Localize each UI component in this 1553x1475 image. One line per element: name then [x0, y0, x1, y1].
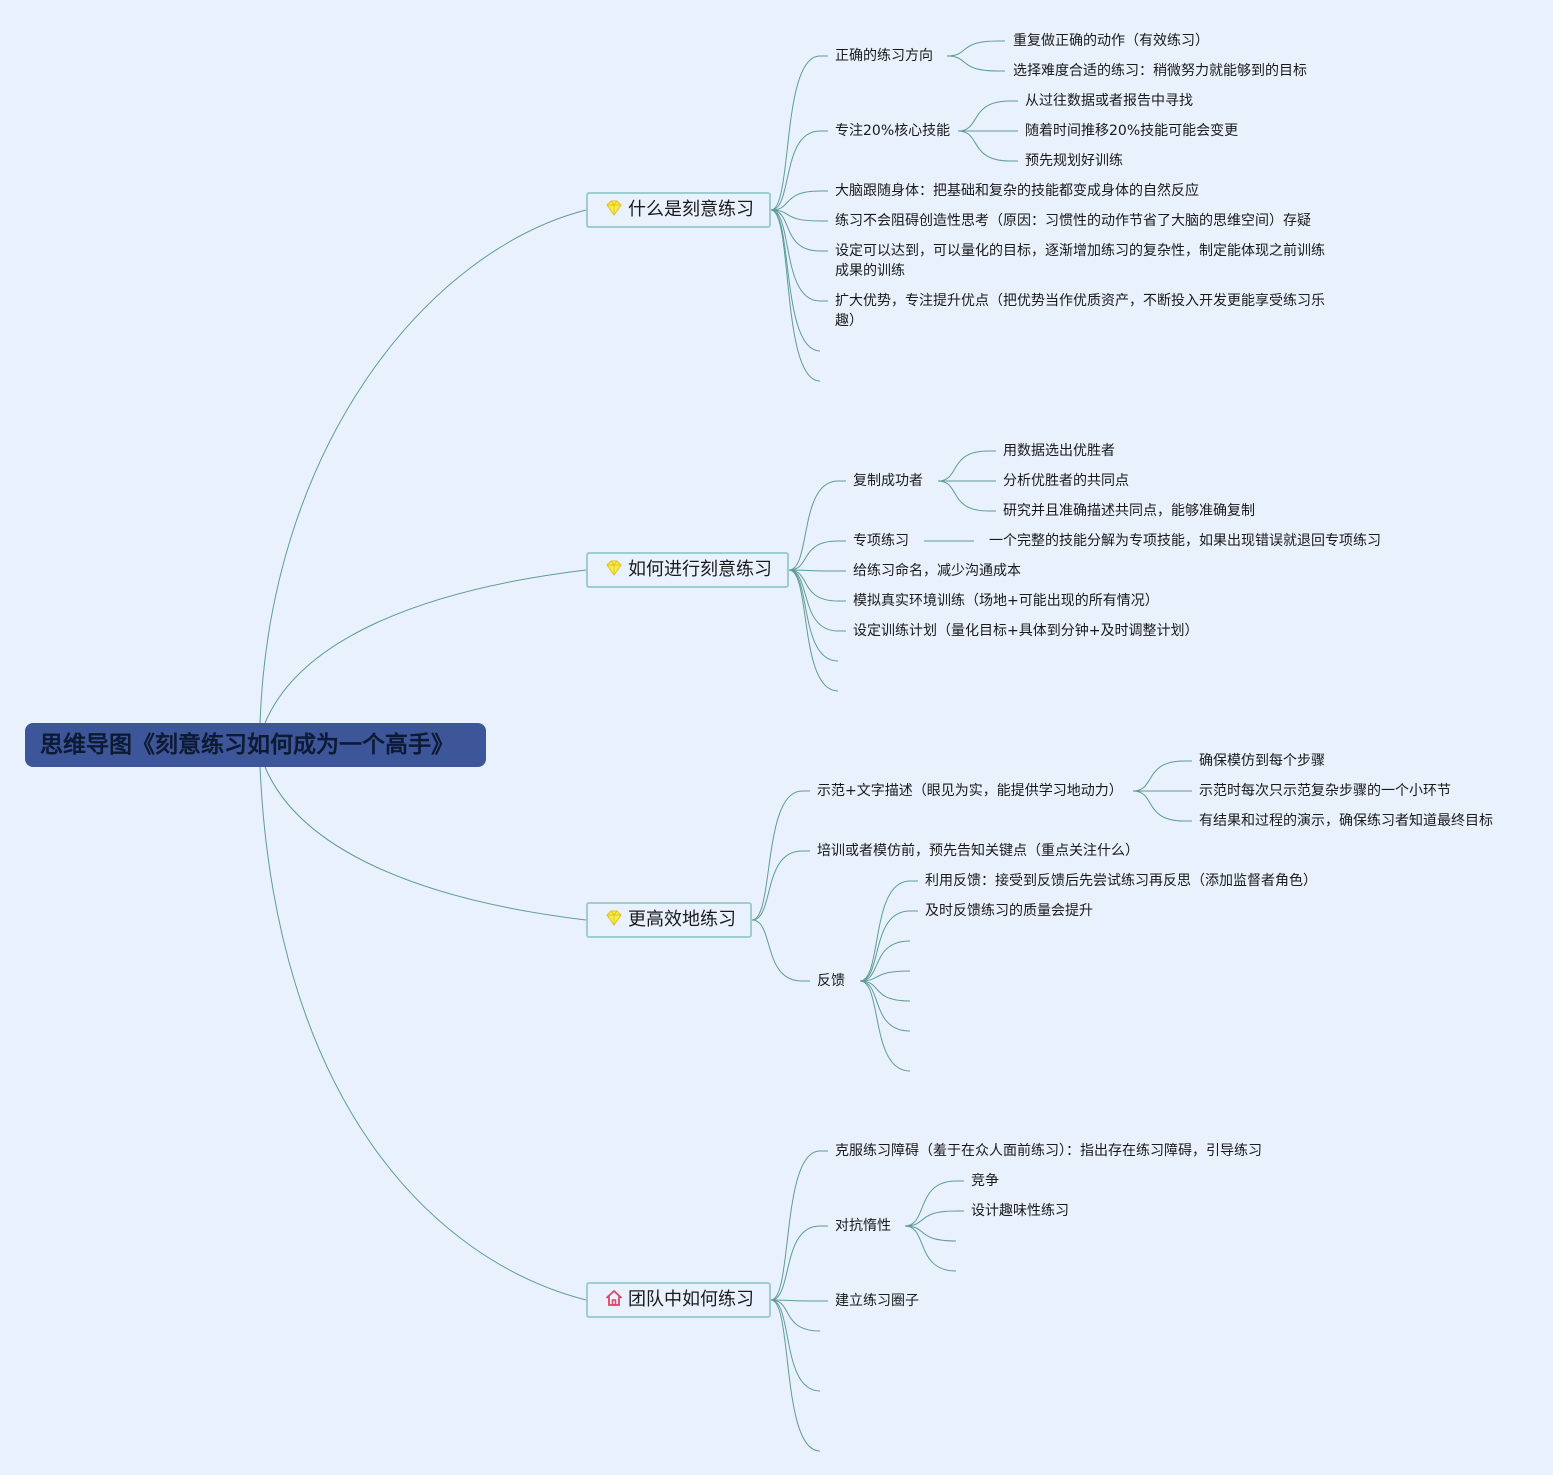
diamond-icon: [604, 198, 624, 218]
branch-practice-efficiently[interactable]: 更高效地练习: [586, 902, 752, 938]
connector-line: [946, 55, 1005, 72]
subtopic[interactable]: 确保模仿到每个步骤: [1199, 753, 1325, 769]
connector-line: [859, 980, 911, 1032]
connector-line: [770, 130, 828, 211]
connector-line: [937, 480, 996, 512]
connector-line: [859, 940, 911, 982]
connector-line: [770, 209, 828, 222]
connector-line: [788, 540, 846, 571]
subtopic[interactable]: 重复做正确的动作（有效练习）: [1013, 33, 1209, 49]
topic-copy-winners[interactable]: 复制成功者: [853, 473, 923, 489]
connector-line: [770, 1299, 821, 1452]
topic[interactable]: 练习不会阻碍创造性思考（原因：习惯性的动作节省了大脑的思维空间）存疑: [835, 213, 1311, 229]
topic-fight-inertia[interactable]: 对抗惰性: [835, 1218, 891, 1234]
connector-line: [259, 209, 587, 724]
topic[interactable]: 扩大优势，专注提升优点（把优势当作优质资产，不断投入开发更能享受练习乐趣）: [835, 293, 1325, 329]
topic[interactable]: 建立练习圈子: [835, 1293, 919, 1309]
connector-line: [751, 850, 810, 921]
connector-line: [770, 55, 828, 211]
connector-line: [904, 1210, 964, 1227]
subtopic[interactable]: 示范时每次只示范复杂步骤的一个小环节: [1199, 783, 1451, 799]
branch-label: 团队中如何练习: [628, 1289, 754, 1310]
connector-line: [770, 1299, 821, 1392]
connector-line: [770, 209, 821, 382]
subtopic[interactable]: 一个完整的技能分解为专项技能，如果出现错误就退回专项练习: [989, 533, 1381, 549]
house-icon: [604, 1288, 624, 1308]
connector-line: [770, 1299, 828, 1302]
subtopic[interactable]: 利用反馈：接受到反馈后先尝试练习再反思（添加监督者角色）: [925, 873, 1317, 889]
subtopic[interactable]: 从过往数据或者报告中寻找: [1025, 93, 1193, 109]
subtopic[interactable]: 设计趣味性练习: [971, 1203, 1069, 1219]
connector-line: [1132, 790, 1192, 822]
subtopic[interactable]: 选择难度合适的练习：稍微努力就能够到的目标: [1013, 63, 1307, 79]
topic-correct-direction[interactable]: 正确的练习方向: [835, 48, 933, 64]
connector-line: [904, 1225, 957, 1272]
subtopic[interactable]: 随着时间推移20%技能可能会变更: [1025, 123, 1239, 139]
branch-what-is-deliberate-practice[interactable]: 什么是刻意练习: [586, 192, 771, 228]
root-title: 思维导图《刻意练习如何成为一个高手》: [40, 732, 454, 758]
subtopic[interactable]: 预先规划好训练: [1025, 153, 1123, 169]
topic-special-practice[interactable]: 专项练习: [853, 533, 909, 549]
connector-line: [1132, 760, 1192, 792]
connector-line: [904, 1180, 964, 1227]
connector-line: [788, 480, 846, 571]
connector-line: [937, 450, 996, 482]
topic-feedback[interactable]: 反馈: [817, 973, 845, 989]
topic[interactable]: 培训或者模仿前，预先告知关键点（重点关注什么）: [817, 843, 1139, 859]
branch-label: 更高效地练习: [628, 909, 736, 930]
topic[interactable]: 给练习命名，减少沟通成本: [853, 563, 1021, 579]
subtopic[interactable]: 研究并且准确描述共同点，能够准确复制: [1003, 503, 1255, 519]
topic[interactable]: 设定可以达到，可以量化的目标，逐渐增加练习的复杂性，制定能体现之前训练成果的训练: [835, 243, 1325, 279]
topic[interactable]: 克服练习障碍（羞于在众人面前练习）：指出存在练习障碍，引导练习: [835, 1143, 1262, 1159]
diamond-icon: [604, 908, 624, 928]
connector-line: [859, 880, 918, 982]
topic[interactable]: 模拟真实环境训练（场地+可能出现的所有情况）: [853, 593, 1159, 609]
connector-line: [957, 130, 1018, 162]
connector-line: [788, 569, 846, 572]
connector-line: [770, 190, 828, 211]
connector-line: [859, 970, 911, 982]
connector-line: [770, 209, 828, 252]
connector-line: [957, 100, 1018, 132]
branch-team-practice[interactable]: 团队中如何练习: [586, 1282, 771, 1318]
branch-label: 什么是刻意练习: [628, 199, 754, 220]
topic-core-skills[interactable]: 专注20%核心技能: [835, 123, 951, 139]
connector-line: [946, 40, 1005, 57]
connector-line: [770, 1225, 828, 1301]
subtopic[interactable]: 分析优胜者的共同点: [1003, 473, 1129, 489]
connector-line: [859, 980, 911, 1002]
topic[interactable]: 大脑跟随身体：把基础和复杂的技能都变成身体的自然反应: [835, 183, 1199, 199]
subtopic[interactable]: 及时反馈练习的质量会提升: [925, 903, 1093, 919]
connector-line: [770, 1150, 828, 1301]
connector-line: [770, 209, 828, 302]
root-node[interactable]: 思维导图《刻意练习如何成为一个高手》: [25, 723, 486, 767]
connector-line: [264, 766, 587, 921]
connector-line: [770, 1299, 821, 1332]
subtopic[interactable]: 用数据选出优胜者: [1003, 443, 1115, 459]
branch-label: 如何进行刻意练习: [628, 559, 772, 580]
branch-how-to-practice[interactable]: 如何进行刻意练习: [586, 552, 789, 588]
subtopic[interactable]: 有结果和过程的演示，确保练习者知道最终目标: [1199, 813, 1493, 829]
connector-line: [751, 790, 810, 921]
connector-line: [859, 910, 918, 982]
connector-line: [859, 980, 911, 1072]
topic-demonstration[interactable]: 示范+文字描述（眼见为实，能提供学习地动力）: [817, 783, 1123, 799]
connector-line: [751, 919, 810, 982]
connector-line: [259, 766, 587, 1301]
connector-line: [904, 1225, 957, 1242]
topic[interactable]: 设定训练计划（量化目标+具体到分钟+及时调整计划）: [853, 623, 1199, 639]
connector-line: [264, 569, 587, 724]
connector-line: [788, 569, 846, 602]
connector-line: [788, 569, 846, 632]
connector-line: [788, 569, 839, 692]
diamond-icon: [604, 558, 624, 578]
subtopic[interactable]: 竞争: [971, 1173, 999, 1189]
